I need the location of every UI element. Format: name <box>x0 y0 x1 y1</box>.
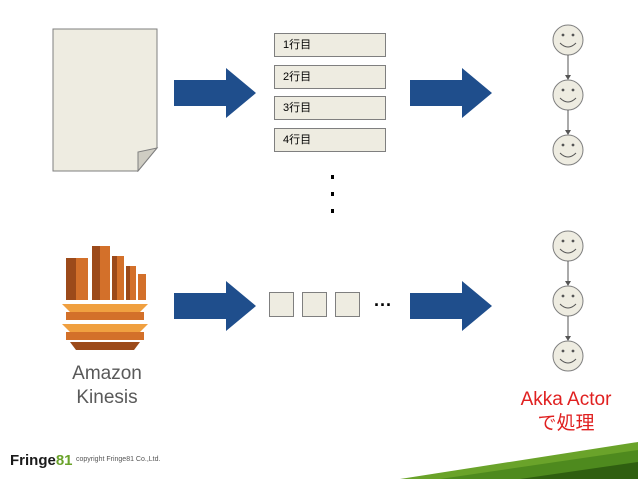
akka-label-line2: で処理 <box>537 413 595 434</box>
copyright-text: copyright Fringe81 Co.,Ltd. <box>76 456 161 463</box>
arrow-icon <box>410 68 492 118</box>
logo-text: Fringe <box>10 452 56 469</box>
actor-face-icon <box>552 340 584 372</box>
arrow-icon <box>174 68 256 118</box>
arrow-icon <box>410 281 492 331</box>
actor-face-icon <box>552 285 584 317</box>
actor-chain-bottom <box>552 230 584 372</box>
actor-face-icon <box>552 24 584 56</box>
amazon-kinesis-icon <box>62 246 148 350</box>
actor-face-icon <box>552 79 584 111</box>
actor-face-icon <box>552 134 584 166</box>
vertical-ellipsis-icon <box>331 175 334 213</box>
kinesis-label-line2: Kinesis <box>76 387 138 408</box>
row-box: 1行目 <box>274 33 386 57</box>
footer-decoration <box>400 442 638 479</box>
stream-record-box <box>335 292 360 317</box>
horizontal-ellipsis: ... <box>374 290 393 310</box>
akka-actor-label: Akka Actor で処理 <box>500 388 632 436</box>
kinesis-label-line1: Amazon <box>72 363 142 384</box>
document-icon <box>52 28 159 172</box>
kinesis-label: Amazon Kinesis <box>52 362 162 410</box>
row-box: 4行目 <box>274 128 386 152</box>
row-box: 3行目 <box>274 96 386 120</box>
arrow-icon <box>174 281 256 331</box>
fringe81-logo: Fringe81 <box>10 452 73 469</box>
actor-face-icon <box>552 230 584 262</box>
akka-label-line1: Akka Actor <box>520 389 612 410</box>
stream-record-box <box>269 292 294 317</box>
stream-record-box <box>302 292 327 317</box>
row-box: 2行目 <box>274 65 386 89</box>
actor-chain-top <box>552 24 584 166</box>
logo-number: 81 <box>55 452 73 469</box>
